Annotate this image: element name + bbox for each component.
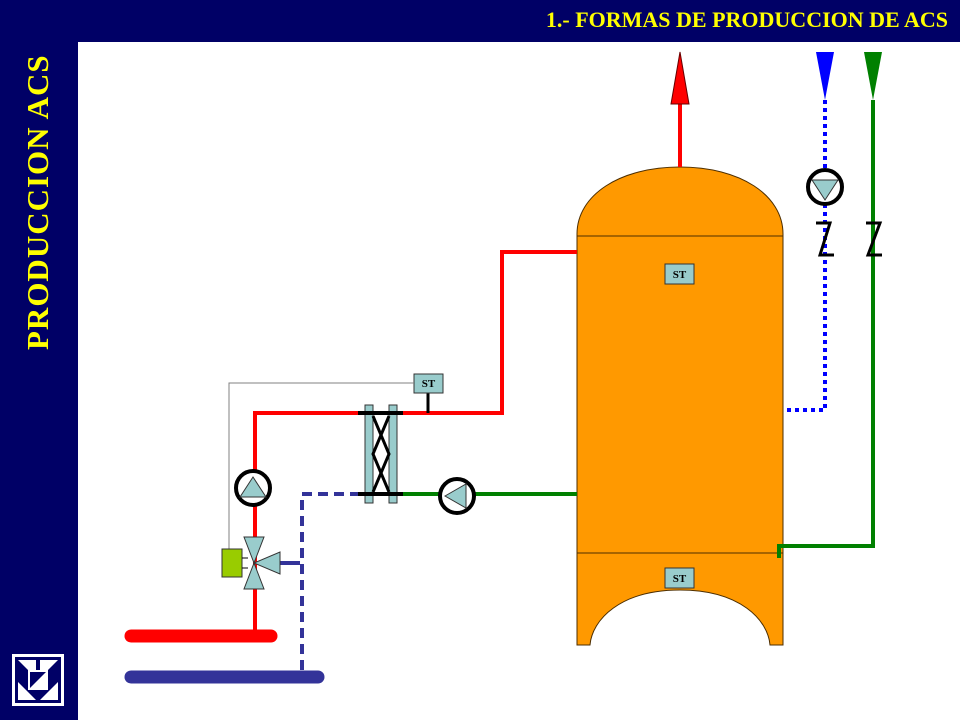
sidebar-band: PRODUCCION ACS xyxy=(0,0,78,720)
plate-heat-exchanger xyxy=(358,404,403,504)
cold-inlet-arrow xyxy=(816,52,834,100)
tank-top-sensor-label: ST xyxy=(673,269,687,281)
cold-supply-pipe xyxy=(785,100,827,412)
control-signal-line xyxy=(228,382,414,560)
recirculation-pipe xyxy=(777,100,875,558)
tank-bottom-sensor-label: ST xyxy=(673,573,687,585)
tank-top-sensor xyxy=(664,263,695,285)
hot-outlet-arrow xyxy=(670,51,690,105)
tank-bottom-sensor xyxy=(664,567,695,589)
three-way-valve-icon xyxy=(243,536,281,590)
check-valve-cold xyxy=(816,221,834,257)
exchanger-to-tank-hot-pipe xyxy=(403,250,577,415)
exchanger-sensor-label: ST xyxy=(422,378,436,390)
check-valve-recirculation xyxy=(865,221,883,257)
page-title: 1.- FORMAS DE PRODUCCION DE ACS xyxy=(545,7,948,32)
storage-tank xyxy=(576,166,784,646)
valve-actuator xyxy=(221,548,243,578)
primary-return-pipe xyxy=(300,492,360,676)
company-logo xyxy=(12,654,64,706)
recirculation-arrow xyxy=(864,52,882,100)
primary-hot-pipe xyxy=(253,411,360,632)
header-band: 1.- FORMAS DE PRODUCCION DE ACS xyxy=(78,0,960,42)
